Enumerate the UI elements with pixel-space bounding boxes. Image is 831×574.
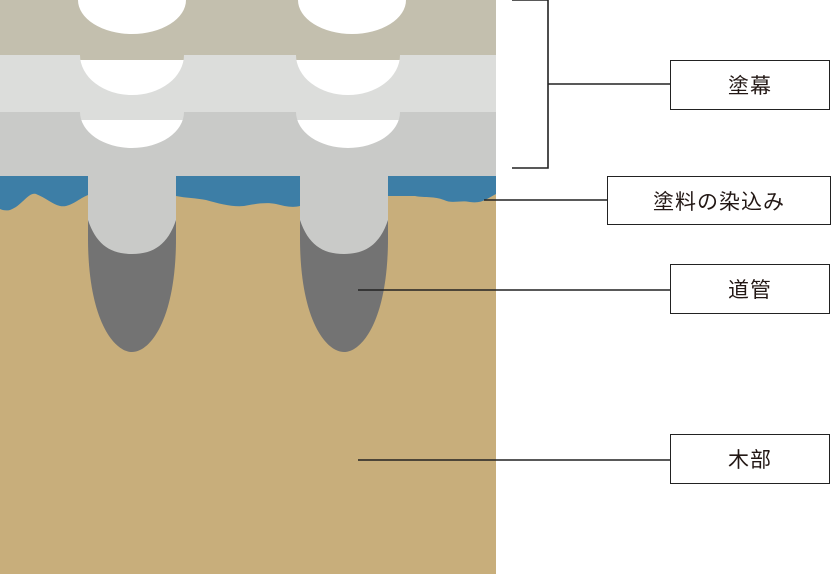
coating-film-bracket <box>512 0 670 169</box>
coating-film-bottom-band <box>0 112 496 254</box>
label-vessel: 道管 <box>670 264 830 314</box>
coating-film-middle-band <box>0 55 496 120</box>
label-coating-film: 塗幕 <box>670 60 830 110</box>
paint-penetration-layer <box>0 176 496 211</box>
label-paint-penetration: 塗料の染込み <box>607 176 831 225</box>
wood-body <box>0 170 496 574</box>
film-bubble-left <box>78 0 186 34</box>
coating-film-top-band <box>0 0 496 60</box>
film-bubble-right <box>298 0 406 34</box>
label-wood: 木部 <box>670 434 830 484</box>
